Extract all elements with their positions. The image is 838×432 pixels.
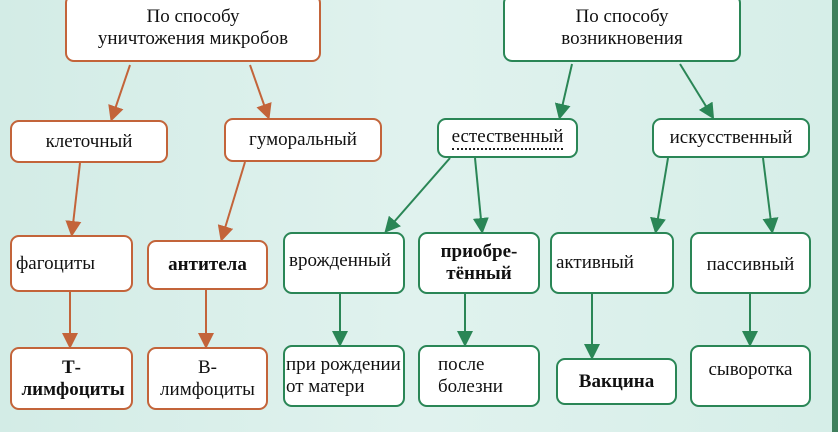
box-active: активный (550, 232, 674, 294)
box-acquired: приобре-тённый (418, 232, 540, 294)
box-passive: пассивный (690, 232, 811, 294)
box-innate: врожденный (283, 232, 405, 294)
label: фагоциты (16, 252, 95, 274)
box-right-root: По способу возникновения (503, 0, 741, 62)
box-antibodies: антитела (147, 240, 268, 290)
arrow (554, 63, 573, 120)
label: искусственный (669, 127, 793, 148)
arrow (108, 64, 131, 122)
label: сыворотка (708, 359, 793, 380)
box-b-lymphocytes: В-лимфоциты (147, 347, 268, 410)
label: приобре-тённый (440, 241, 518, 284)
label: гуморальный (249, 129, 357, 150)
label: антитела (168, 254, 247, 275)
arrow (762, 157, 779, 234)
arrow (650, 157, 669, 234)
arrow (217, 161, 246, 242)
label: врожденный (289, 250, 391, 271)
label: По способу возникновения (561, 6, 683, 49)
box-cellular: клеточный (10, 120, 168, 163)
label: По способу уничтожения микробов (97, 6, 289, 49)
box-serum: сыворотка (690, 345, 811, 407)
box-after-illness: после болезни (418, 345, 540, 407)
box-left-root: По способу уничтожения микробов (65, 0, 321, 62)
page-edge (832, 0, 838, 432)
box-humoral: гуморальный (224, 118, 382, 162)
label: Вакцина (578, 370, 655, 392)
label: активный (556, 252, 634, 273)
label: В-лимфоциты (160, 356, 255, 400)
box-artificial: искусственный (652, 118, 810, 158)
arrow (65, 162, 82, 237)
arrow (384, 157, 451, 234)
label: Т-лимфоциты (21, 356, 125, 400)
box-at-birth: при рождении от матери (283, 345, 405, 407)
arrow (679, 63, 715, 120)
box-t-lymphocytes: Т-лимфоциты (10, 347, 133, 410)
box-vaccine: Вакцина (556, 358, 677, 405)
label: при рождении от матери (286, 354, 401, 397)
arrow (249, 64, 272, 120)
box-natural: естественный (437, 118, 578, 158)
box-phagocytes: фагоциты (10, 235, 133, 292)
label: после болезни (438, 354, 503, 397)
label: пассивный (706, 254, 795, 275)
label: естественный (451, 126, 564, 150)
label: клеточный (45, 130, 133, 152)
arrow (472, 157, 489, 234)
